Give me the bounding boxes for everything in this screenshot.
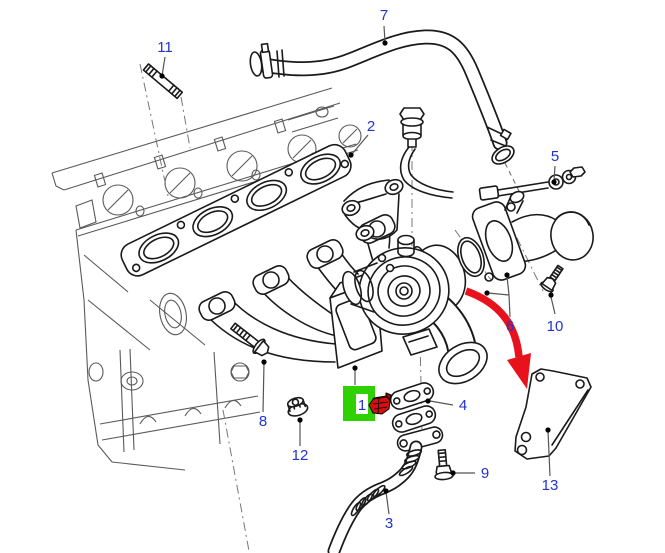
part-oil-feed-hose [399,107,586,201]
part-flange-gaskets [389,382,437,433]
part-manifold-gasket [120,143,352,277]
leader-lines [161,25,556,515]
bolt-10 [540,264,564,293]
callout-6[interactable]: 6 [506,318,514,335]
part-oring [457,236,485,278]
engine-block [51,87,362,471]
callout-4[interactable]: 4 [459,397,467,414]
part-outlet-elbow [471,190,594,282]
callout-11[interactable]: 11 [157,39,173,56]
red-hand-cursor-icon [368,392,392,415]
part-support-bracket [341,178,404,242]
callout-10[interactable]: 10 [547,318,564,335]
direction-arrow [464,287,531,389]
callouts: 11 7 2 5 6 10 8 12 4 9 3 13 [157,7,563,532]
part-oil-drain-pipe [327,426,444,553]
callout-5[interactable]: 5 [551,148,559,165]
leader-dots [159,40,557,494]
callout-12[interactable]: 12 [292,447,309,464]
parts [120,29,594,553]
callout-3[interactable]: 3 [385,515,393,532]
callout-9[interactable]: 9 [481,465,489,482]
part-bracket [514,368,592,460]
callout-8[interactable]: 8 [259,413,267,430]
callout-1: 1 [358,397,366,414]
highlight-inner-box [356,394,368,414]
part-inlet-pipe [249,29,515,165]
nut-12 [286,396,309,417]
bolt-9 [434,448,454,481]
callout-7[interactable]: 7 [380,7,388,24]
stud-11 [142,63,184,100]
bolt-8 [230,322,270,357]
callout-2[interactable]: 2 [367,118,375,135]
callout-13[interactable]: 13 [542,477,559,494]
connector-dashed-line [504,162,521,194]
part-turbocharger [341,234,488,385]
